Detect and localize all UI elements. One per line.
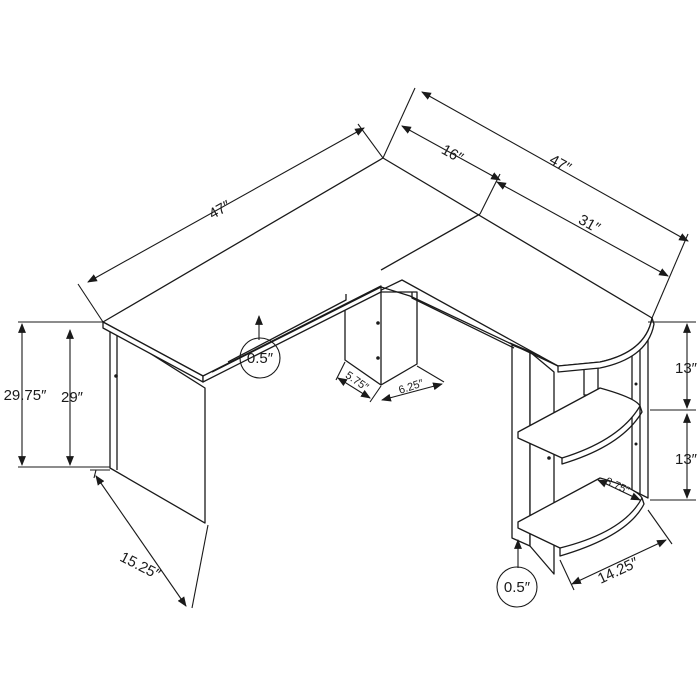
label-15-25: 15.25″ xyxy=(117,549,164,584)
label-29: 29″ xyxy=(61,389,84,406)
rail-right-2 xyxy=(509,342,541,357)
center-hole-1 xyxy=(376,321,380,325)
dim-15-25 xyxy=(95,475,187,607)
rail-left xyxy=(227,294,347,363)
desktop-inner-edge xyxy=(211,286,559,373)
desktop-edge-right xyxy=(557,317,655,373)
label-14-25: 14.25″ xyxy=(595,554,642,588)
dim-31 xyxy=(496,181,669,277)
right-leg-panel xyxy=(511,344,531,547)
ext-right-47-a xyxy=(382,87,416,159)
shelf-middle-edge xyxy=(559,497,645,557)
label-0-5-left: 0.5″ xyxy=(247,350,274,367)
shelf-top xyxy=(517,387,641,459)
dim-16 xyxy=(401,125,501,181)
left-leg-hole xyxy=(114,374,118,378)
ext-15-25-b xyxy=(191,524,209,609)
label-13-lower: 13″ xyxy=(675,451,698,468)
label-31: 31″ xyxy=(575,211,603,237)
desk-body xyxy=(102,157,655,575)
right-leg-hole xyxy=(547,456,551,460)
ext-15-25-a xyxy=(93,469,97,479)
shelf-hole-1 xyxy=(634,382,638,386)
label-29-75: 29.75″ xyxy=(4,387,48,404)
label-6-25: 6.25″ xyxy=(397,377,425,396)
shelf-top-edge xyxy=(561,405,643,465)
dim-6-25 xyxy=(381,382,443,402)
dim-8-75 xyxy=(597,479,641,501)
ext-575-a xyxy=(335,361,346,381)
ext-left-47-a xyxy=(77,283,104,323)
ext-16 xyxy=(479,173,501,215)
circle-0-5-bottom xyxy=(496,566,538,608)
ext-right-47-b xyxy=(651,233,689,319)
label-0-5-bottom: 0.5″ xyxy=(504,579,531,596)
label-right-47: 47″ xyxy=(546,151,574,177)
center-hole-2 xyxy=(376,356,380,360)
ext-575-b xyxy=(369,385,382,403)
rail-right xyxy=(411,292,515,349)
label-13-upper: 13″ xyxy=(675,360,698,377)
ext-14-25-a xyxy=(559,559,575,591)
dim-14-25 xyxy=(571,539,667,585)
ext-625 xyxy=(416,365,445,383)
ext-14-25-b xyxy=(647,509,673,545)
dim-left-47 xyxy=(87,127,365,283)
left-leg-panel xyxy=(109,327,206,524)
label-left-47: 47″ xyxy=(206,197,234,223)
shelf-hole-2 xyxy=(634,442,638,446)
dim-5-75 xyxy=(337,377,371,399)
dimension-lines xyxy=(18,87,696,609)
circle-0-5-left xyxy=(239,337,281,379)
label-16: 16″ xyxy=(438,141,466,167)
